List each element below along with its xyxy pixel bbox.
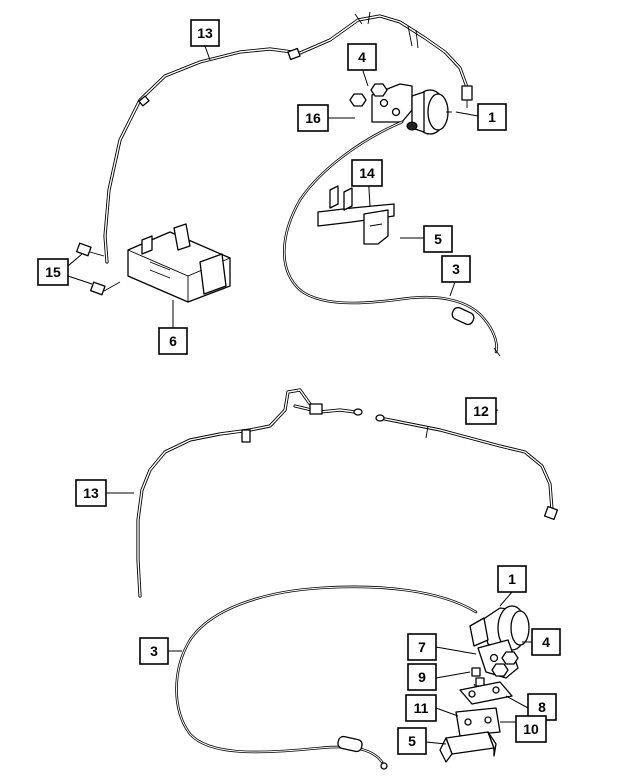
callout-6-upper: 6 (158, 327, 188, 355)
svg-text:1: 1 (488, 109, 496, 125)
screw-upper (76, 242, 121, 296)
bracket-upper (317, 185, 395, 245)
callout-1-upper: 1 (477, 103, 507, 131)
callout-10-lower: 10 (515, 715, 547, 743)
svg-text:3: 3 (150, 643, 158, 659)
svg-text:13: 13 (83, 485, 99, 501)
callout-4-upper: 4 (347, 43, 377, 71)
svg-text:9: 9 (418, 669, 426, 685)
control-module (127, 223, 231, 303)
callout-11-lower: 11 (405, 694, 437, 722)
lower-assembly (106, 388, 559, 770)
svg-text:12: 12 (473, 403, 489, 419)
nut-upper (349, 83, 388, 107)
svg-text:3: 3 (452, 261, 460, 277)
vacuum-hose-lower (175, 585, 478, 770)
callout-1-lower: 1 (497, 565, 527, 593)
svg-text:11: 11 (414, 700, 429, 716)
vacuum-line-upper (103, 11, 473, 264)
svg-text:1: 1 (508, 571, 516, 587)
svg-text:14: 14 (359, 165, 375, 181)
callout-5-lower: 5 (397, 727, 427, 755)
callout-9-lower: 9 (407, 663, 437, 691)
callout-7-lower: 7 (407, 633, 437, 661)
vacuum-line-lower (136, 388, 363, 598)
callout-14-upper: 14 (351, 159, 383, 187)
callout-3-lower: 3 (139, 637, 169, 665)
gasket-lower (455, 707, 501, 737)
callout-5-upper: 5 (423, 225, 453, 253)
svg-text:7: 7 (418, 639, 426, 655)
svg-text:5: 5 (408, 733, 416, 749)
callout-4-lower: 4 (531, 628, 561, 656)
upper-assembly (67, 11, 501, 357)
svg-text:16: 16 (305, 110, 321, 126)
svg-text:4: 4 (542, 634, 550, 650)
vacuum-hose-upper (283, 120, 501, 357)
bracket-lower (477, 639, 519, 679)
callout-13-upper: 13 (190, 19, 220, 47)
callout-12-lower: 12 (465, 397, 497, 425)
callout-3-upper: 3 (441, 255, 471, 283)
svg-text:10: 10 (523, 721, 539, 737)
callouts: 13 4 16 1 14 5 3 15 (37, 19, 561, 755)
bracket-5-lower (439, 731, 497, 763)
callout-13-lower: 13 (75, 479, 107, 507)
callout-16-upper: 16 (297, 104, 329, 132)
svg-text:15: 15 (45, 264, 61, 280)
plate-lower (459, 681, 513, 705)
svg-text:6: 6 (169, 333, 177, 349)
vacuum-line-12 (375, 414, 559, 521)
svg-text:13: 13 (197, 25, 213, 41)
svg-text:4: 4 (358, 49, 366, 65)
svg-text:8: 8 (538, 699, 546, 715)
callout-15-upper: 15 (37, 258, 69, 286)
vacuum-canister-lower (469, 605, 530, 653)
svg-text:5: 5 (434, 231, 442, 247)
